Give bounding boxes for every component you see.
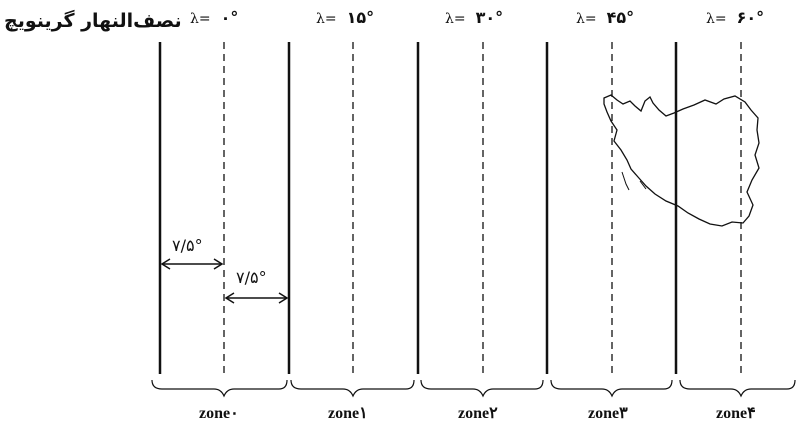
measure-arrow-right — [224, 292, 289, 304]
meridian-label-60: λ=۶۰° — [706, 8, 765, 27]
half-zone-width-label: ۷/۵° — [172, 236, 203, 255]
meridian-label-30: λ=۳۰° — [445, 8, 504, 27]
half-zone-width-label: ۷/۵° — [236, 268, 267, 287]
measure-arrow-left — [160, 258, 224, 270]
zone-label-2: zone۲ — [458, 405, 498, 422]
longitude-symbol: λ= — [316, 11, 337, 27]
zone-braces — [151, 379, 796, 398]
page-title: نصف‌النهار گرینویچ — [4, 10, 182, 32]
longitude-symbol: λ= — [190, 11, 211, 27]
zone-label-0: zone۰ — [199, 405, 239, 422]
meridian-label-0: λ=۰° — [190, 8, 239, 27]
zone-label-4: zone۴ — [716, 405, 756, 422]
zone-label-3: zone۳ — [588, 405, 628, 422]
zone-label-1: zone۱ — [328, 405, 368, 422]
meridian-label-45: λ=۴۵° — [576, 8, 635, 27]
longitude-symbol: λ= — [576, 11, 597, 27]
iran-map-outline — [603, 94, 760, 227]
iran-map-islands — [621, 171, 647, 191]
meridian-label-15: λ=۱۵° — [316, 8, 375, 27]
longitude-symbol: λ= — [706, 11, 727, 27]
longitude-symbol: λ= — [445, 11, 466, 27]
